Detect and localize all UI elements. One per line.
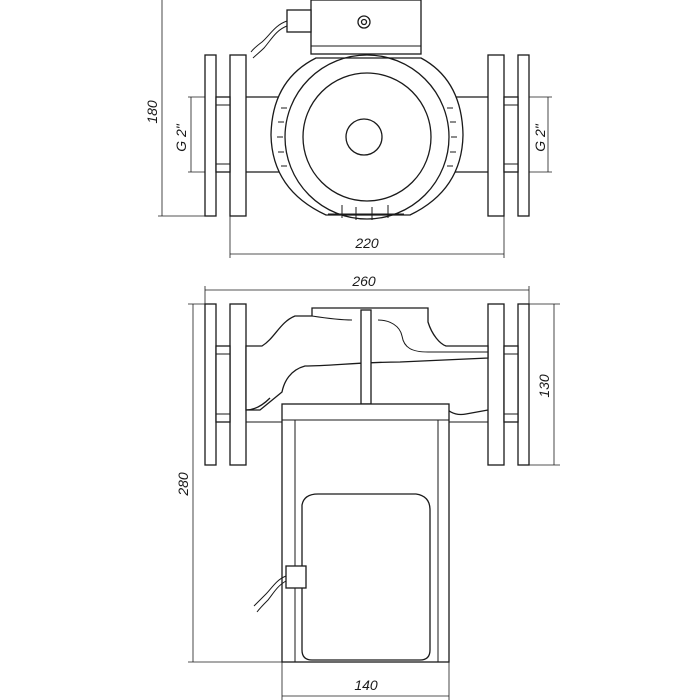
dim-130-label: 130 (536, 374, 552, 398)
dim-140: 140 (281, 662, 450, 700)
dim-220: 220 (229, 216, 505, 258)
side-terminal-box (253, 565, 307, 613)
dim-130: 130 (529, 303, 560, 466)
dim-180: 180 (144, 0, 205, 217)
dim-280-label: 280 (175, 472, 191, 497)
dim-140-label: 140 (354, 677, 378, 693)
top-right-flange (487, 54, 530, 217)
top-left-flange (204, 54, 247, 217)
dim-220-label: 220 (354, 235, 379, 251)
dim-260-label: 260 (351, 273, 376, 289)
top-pump-housing (270, 54, 464, 220)
top-view: 180 G 2" G 2" 220 (144, 0, 552, 258)
shaft-circle (345, 118, 383, 156)
dim-thread-right: G 2" (529, 96, 552, 173)
screw-icon (357, 15, 371, 29)
dim-260: 260 (204, 273, 530, 304)
side-right-flange (487, 303, 530, 466)
side-view: 260 (175, 273, 560, 700)
side-motor-body (281, 403, 450, 663)
top-terminal-box (250, 0, 422, 59)
dim-180-label: 180 (144, 100, 160, 124)
thread-right-label: G 2" (532, 123, 548, 152)
thread-left-label: G 2" (173, 123, 189, 152)
side-left-flange (204, 303, 247, 466)
side-shaft (360, 309, 372, 405)
dim-280: 280 (175, 303, 282, 663)
dim-thread-left: G 2" (173, 96, 205, 173)
